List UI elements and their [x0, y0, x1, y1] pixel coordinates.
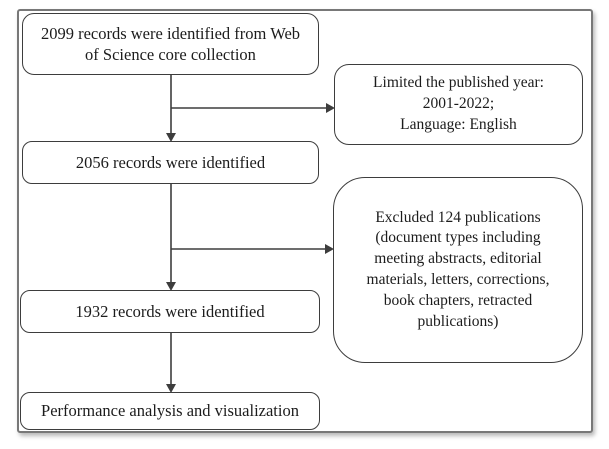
flow-box-performance-analysis: Performance analysis and visualization — [20, 392, 320, 430]
flow-box-records-2056: 2056 records were identified — [22, 141, 319, 184]
side-note-year-language-filter: Limited the published year: 2001-2022; L… — [334, 64, 583, 145]
flow-box-records-2099: 2099 records were identified from Web of… — [22, 13, 319, 75]
flow-box-records-1932: 1932 records were identified — [20, 290, 320, 333]
side-note-excluded-publications: Excluded 124 publications (document type… — [333, 177, 583, 363]
